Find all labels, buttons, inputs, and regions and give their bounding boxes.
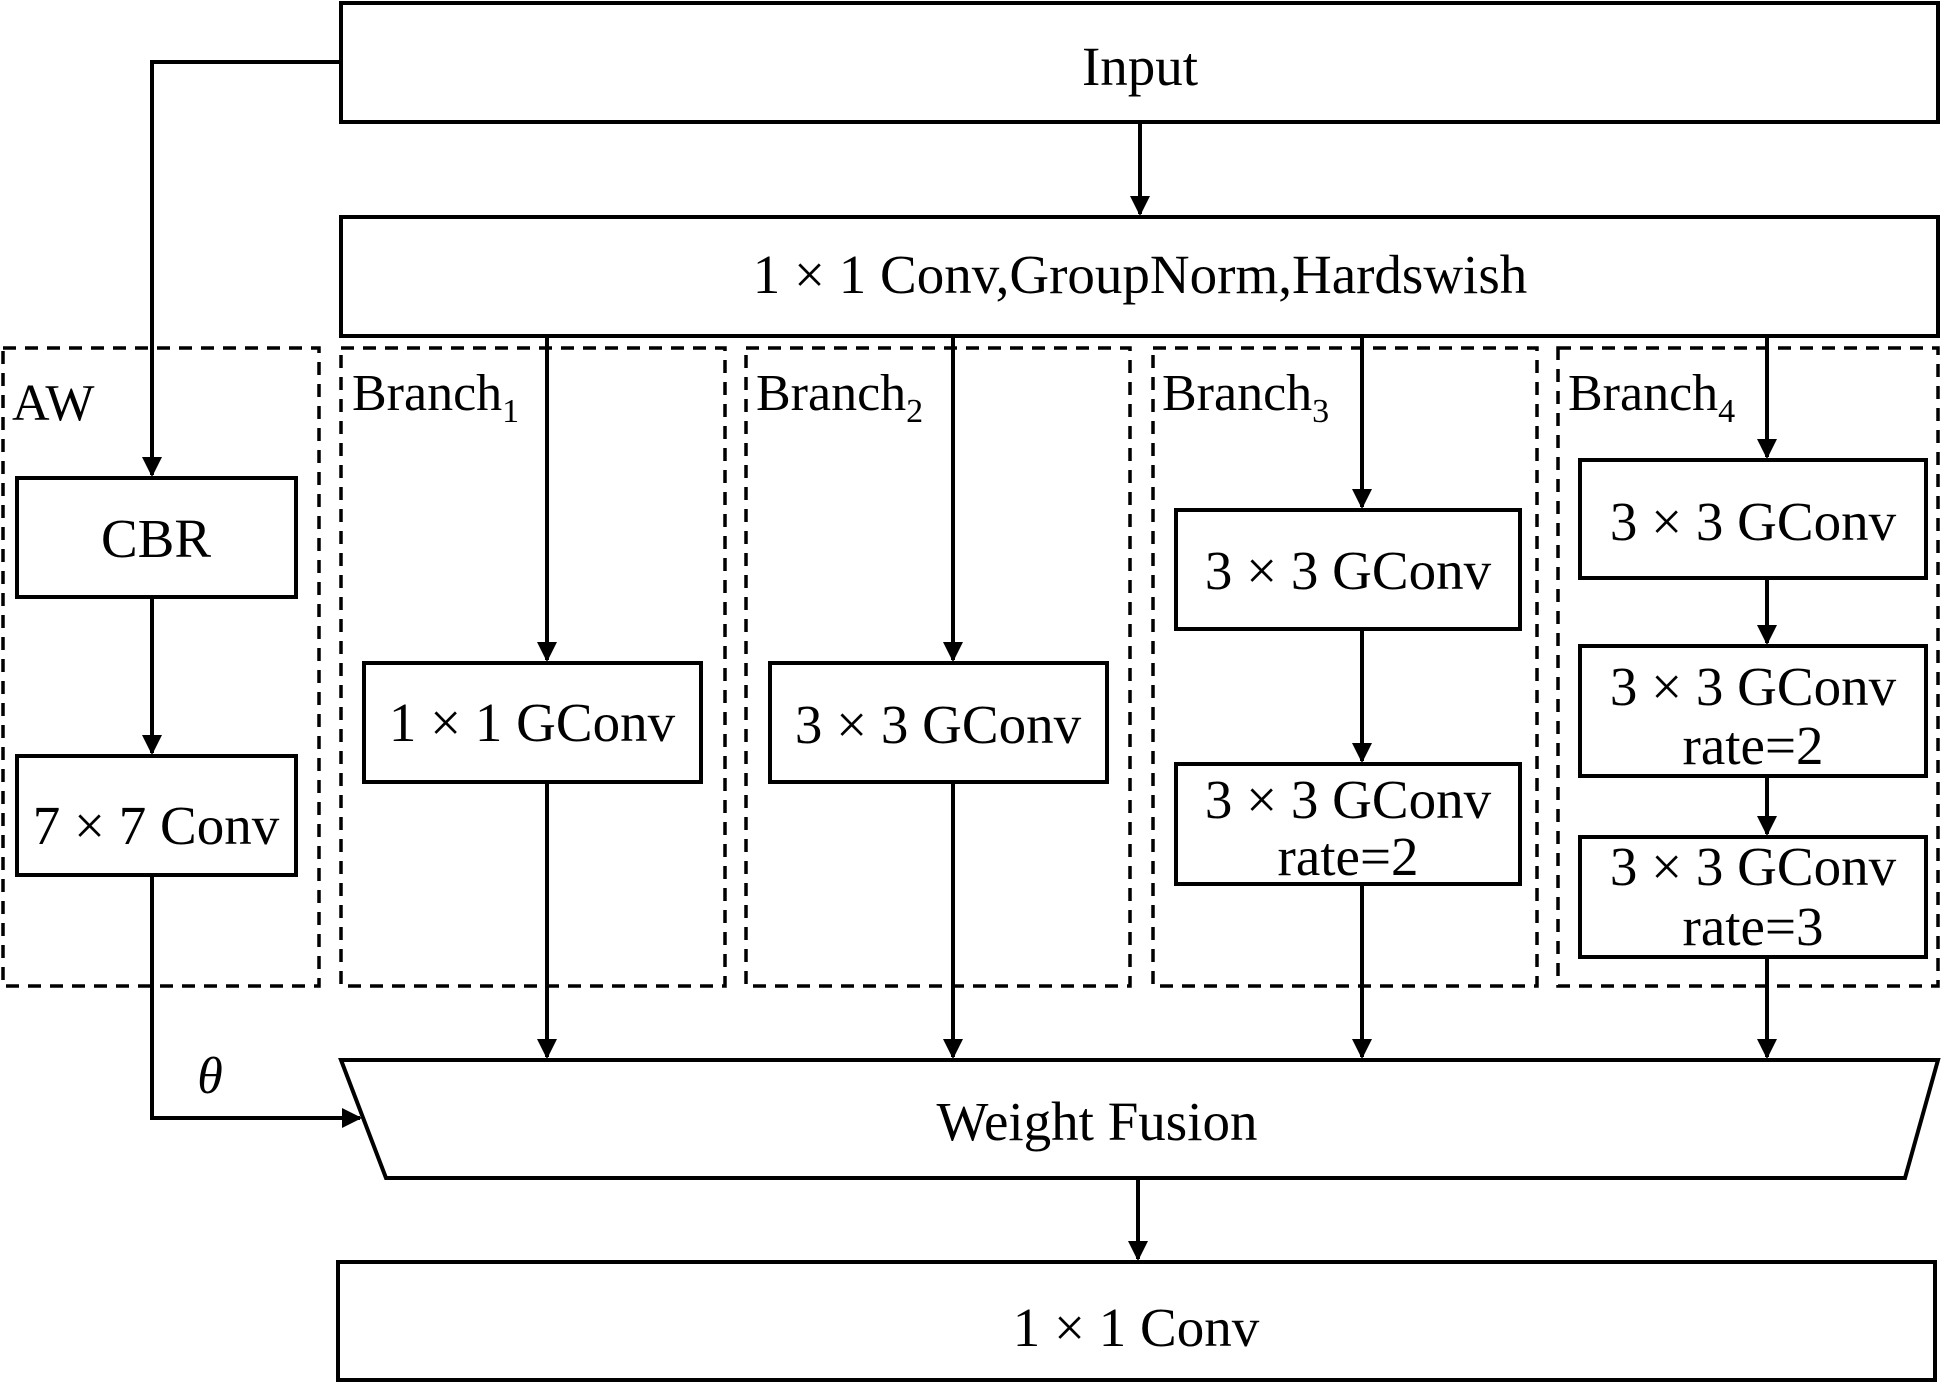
branch-4-gconv-b-node: 3 × 3 GConv rate=2 (1578, 644, 1928, 778)
branch-2-gconv-node: 3 × 3 GConv (768, 661, 1109, 784)
connectors (142, 60, 1777, 1261)
branch-3-gconv-b-label: 3 × 3 GConv (1205, 769, 1492, 830)
branch-2-container (744, 346, 1132, 988)
arrow-input-to-cbr (142, 60, 341, 477)
cbr-label: CBR (101, 508, 211, 569)
branch-2-gconv-label: 3 × 3 GConv (795, 694, 1082, 755)
branch-3-rate-label: rate=2 (1278, 826, 1419, 887)
weight-fusion-label: Weight Fusion (936, 1091, 1257, 1152)
branch-4-gconv-a-node: 3 × 3 GConv (1578, 458, 1928, 580)
output-conv-label: 1 × 1 Conv (1013, 1297, 1260, 1358)
branch-3-title: Branch3 (1162, 365, 1329, 430)
cbr-node: CBR (15, 476, 298, 599)
aw-title: AW (12, 375, 94, 432)
branch-4-gconv-c-node: 3 × 3 GConv rate=3 (1578, 835, 1928, 959)
arrow-conv7-to-fusion (150, 875, 362, 1128)
stem-conv-node: 1 × 1 Conv,GroupNorm,Hardswish (339, 215, 1940, 338)
output-conv-node: 1 × 1 Conv (336, 1260, 1937, 1382)
branch-1-gconv-label: 1 × 1 GConv (389, 692, 676, 753)
weight-fusion-node: Weight Fusion (338, 1058, 1941, 1180)
branch-1-container (339, 346, 727, 988)
branch-4-rate-2-label: rate=2 (1683, 715, 1824, 776)
branch-4-gconv-c-label: 3 × 3 GConv (1610, 836, 1897, 897)
branch-4-title: Branch4 (1568, 365, 1735, 430)
conv7-node: 7 × 7 Conv (15, 754, 298, 877)
input-label: Input (1082, 36, 1198, 97)
aw-container (1, 346, 321, 988)
branch-3-gconv-a-node: 3 × 3 GConv (1174, 508, 1522, 631)
branch-2-title: Branch2 (756, 365, 923, 430)
branch-3-container (1151, 346, 1539, 988)
conv7-label: 7 × 7 Conv (33, 795, 280, 856)
branch-1-gconv-node: 1 × 1 GConv (362, 661, 703, 784)
branch-4-container (1556, 346, 1940, 988)
branch-1-title: Branch1 (352, 365, 519, 430)
branch-4-rate-3-label: rate=3 (1683, 896, 1824, 957)
branch-4-gconv-a-label: 3 × 3 GConv (1610, 491, 1897, 552)
branch-4-gconv-b-label: 3 × 3 GConv (1610, 656, 1897, 717)
theta-label: θ (197, 1048, 223, 1105)
branch-3-gconv-b-node: 3 × 3 GConv rate=2 (1174, 762, 1522, 887)
stem-conv-label: 1 × 1 Conv,GroupNorm,Hardswish (753, 244, 1528, 305)
branch-3-gconv-a-label: 3 × 3 GConv (1205, 540, 1492, 601)
input-node: Input (339, 1, 1940, 124)
